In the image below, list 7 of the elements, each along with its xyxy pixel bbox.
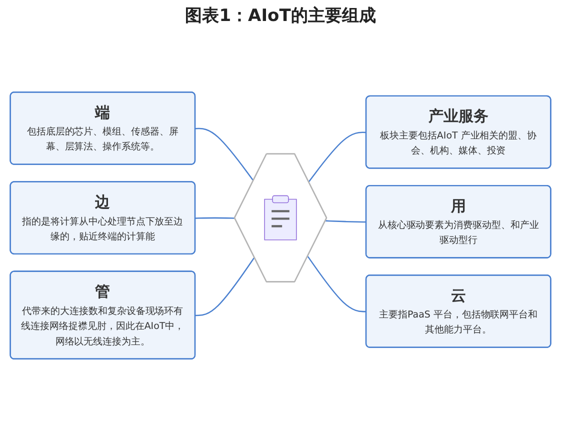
connector [307, 256, 366, 312]
connector [308, 132, 366, 182]
title: 图表1：AIoT的主要组成 [184, 5, 377, 27]
connector [326, 220, 366, 223]
connector [195, 128, 254, 182]
connector [195, 256, 255, 316]
connector [195, 217, 235, 219]
